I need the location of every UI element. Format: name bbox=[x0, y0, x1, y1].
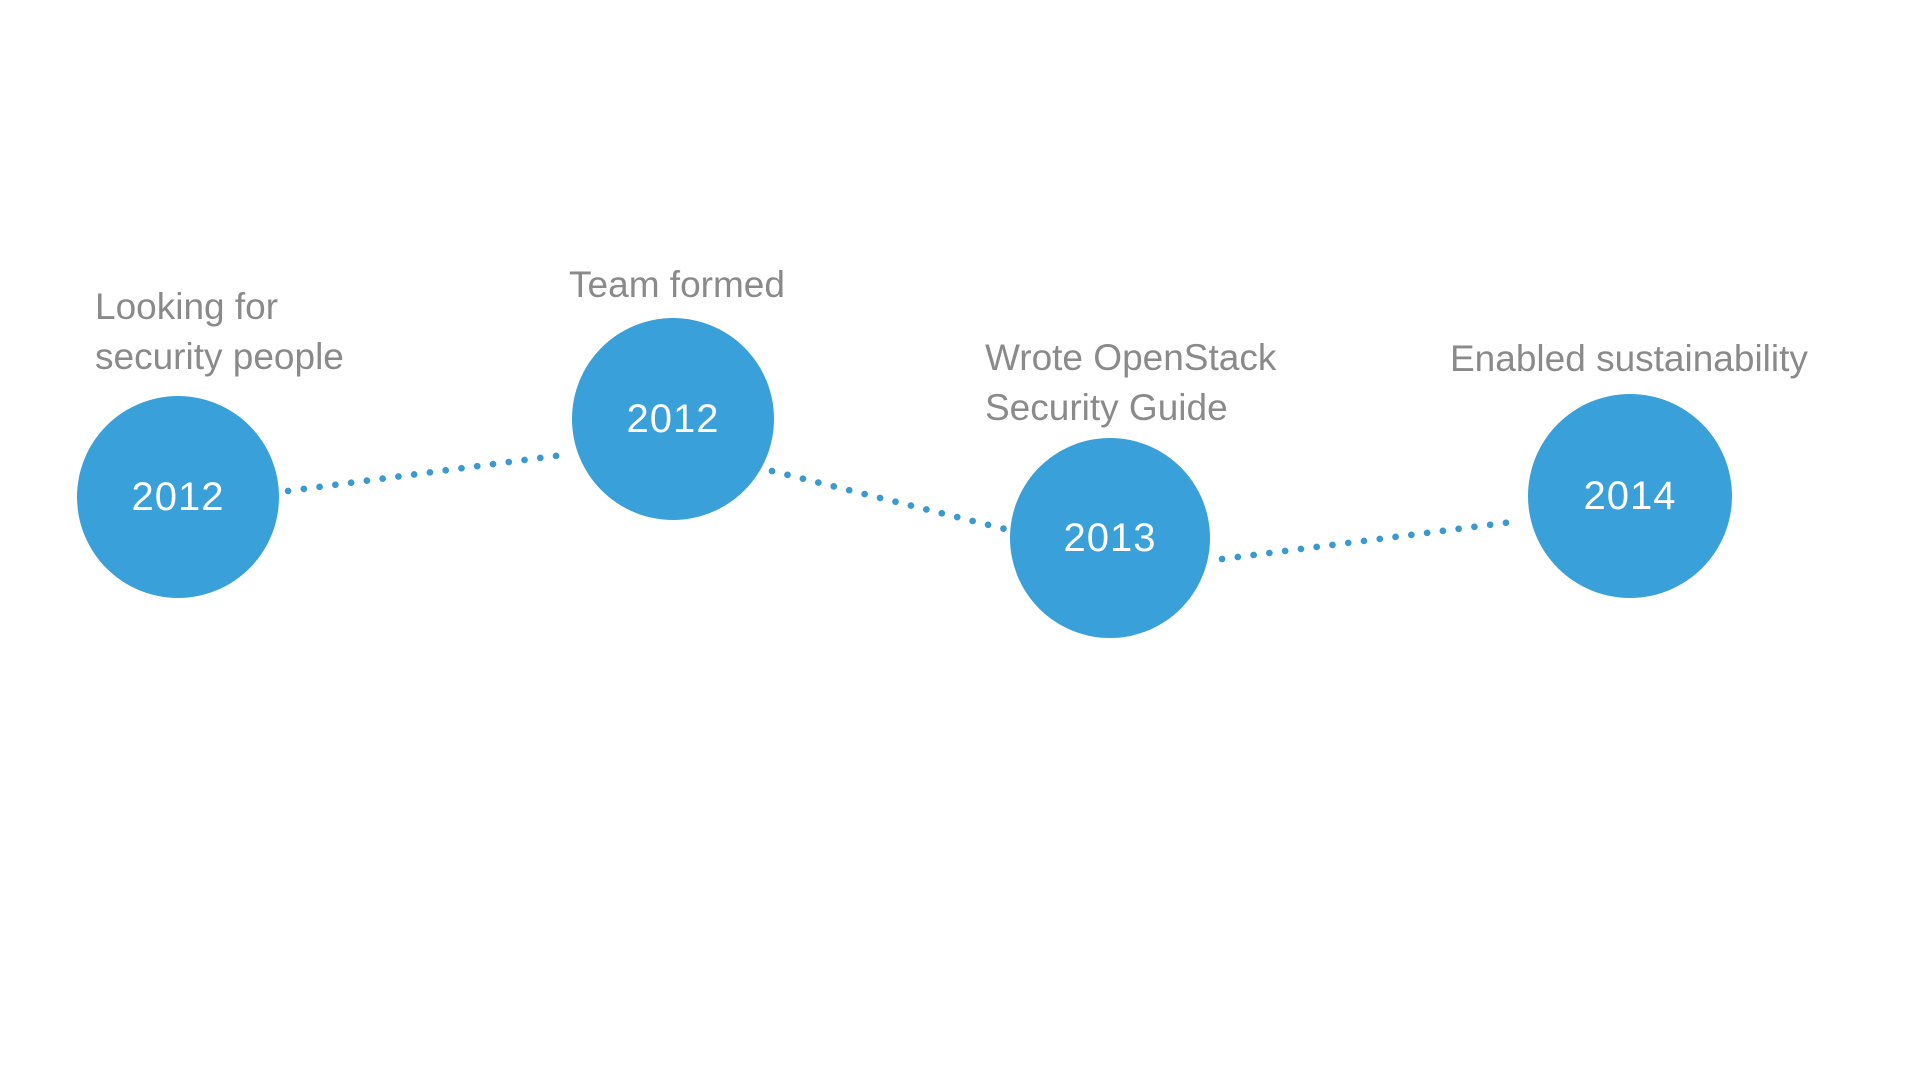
connector-dotted-line bbox=[284, 450, 574, 495]
milestone-year: 2012 bbox=[131, 474, 225, 519]
milestone-label-line: Looking for bbox=[95, 286, 279, 327]
milestone-label: Team formed bbox=[569, 260, 785, 310]
milestone-label-line: Security Guide bbox=[985, 387, 1228, 428]
milestone-label-line: Wrote OpenStack bbox=[985, 337, 1277, 378]
milestone-node: 2014 bbox=[1528, 394, 1732, 598]
milestone-label-line: security people bbox=[95, 336, 344, 377]
milestone-year: 2012 bbox=[626, 396, 720, 441]
milestone-label-line: Enabled sustainability bbox=[1450, 338, 1808, 379]
milestone-node: 2012 bbox=[572, 318, 774, 520]
milestone-label: Looking for security people bbox=[95, 282, 344, 382]
milestone-year: 2014 bbox=[1583, 473, 1677, 518]
milestone-label: Enabled sustainability bbox=[1450, 334, 1808, 384]
milestone-node: 2013 bbox=[1010, 438, 1210, 638]
milestone-label-line: Team formed bbox=[569, 264, 785, 305]
milestone-node: 2012 bbox=[77, 396, 279, 598]
milestone-year: 2013 bbox=[1063, 515, 1157, 560]
connector-dotted-line bbox=[768, 467, 1009, 533]
connector-dotted-line bbox=[1218, 517, 1524, 563]
